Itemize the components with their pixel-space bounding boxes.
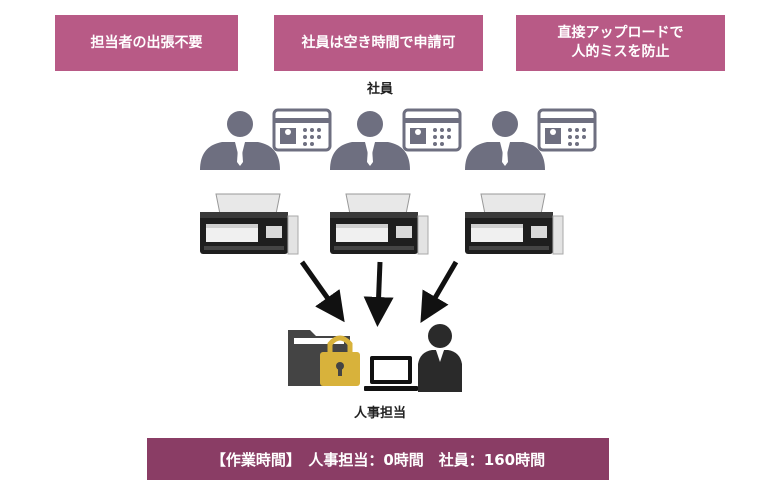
employee-3	[465, 108, 597, 170]
benefit-box-free-time: 社員は空き時間で申請可	[274, 15, 483, 71]
benefit-text: 担当者の出張不要	[90, 34, 203, 51]
benefit-text: 直接アップロードで	[557, 25, 684, 41]
scanner-icon	[199, 193, 299, 255]
lock-icon	[320, 335, 360, 386]
employee-1	[200, 108, 332, 170]
employee-2	[330, 108, 462, 170]
benefit-text: 社員は空き時間で申請可	[301, 34, 456, 51]
benefit-text-line2: 人的ミスを防止	[571, 44, 670, 60]
summary-text: 【作業時間】 人事担当：0時間 社員：160時間	[210, 450, 546, 469]
id-card-icon	[272, 108, 332, 152]
id-card-icon	[402, 108, 462, 152]
benefit-box-direct-upload: 直接アップロードで 人的ミスを防止	[516, 15, 725, 71]
person-icon	[330, 111, 410, 170]
person-icon	[200, 111, 280, 170]
id-card-icon	[537, 108, 597, 152]
work-time-summary: 【作業時間】 人事担当：0時間 社員：160時間	[147, 438, 609, 480]
person-icon	[465, 111, 545, 170]
scanner-icon	[329, 193, 429, 255]
employees-label: 社員	[366, 82, 393, 97]
scanner-icon	[464, 193, 564, 255]
secure-folder	[288, 330, 360, 386]
arrow-icon	[420, 260, 459, 323]
arrow-icon	[299, 260, 345, 323]
hr-person-icon	[418, 324, 462, 392]
benefit-box-no-travel: 担当者の出張不要	[55, 15, 238, 71]
laptop-icon	[364, 356, 418, 391]
arrow-icon	[363, 261, 394, 327]
hr-label: 人事担当	[353, 406, 406, 421]
